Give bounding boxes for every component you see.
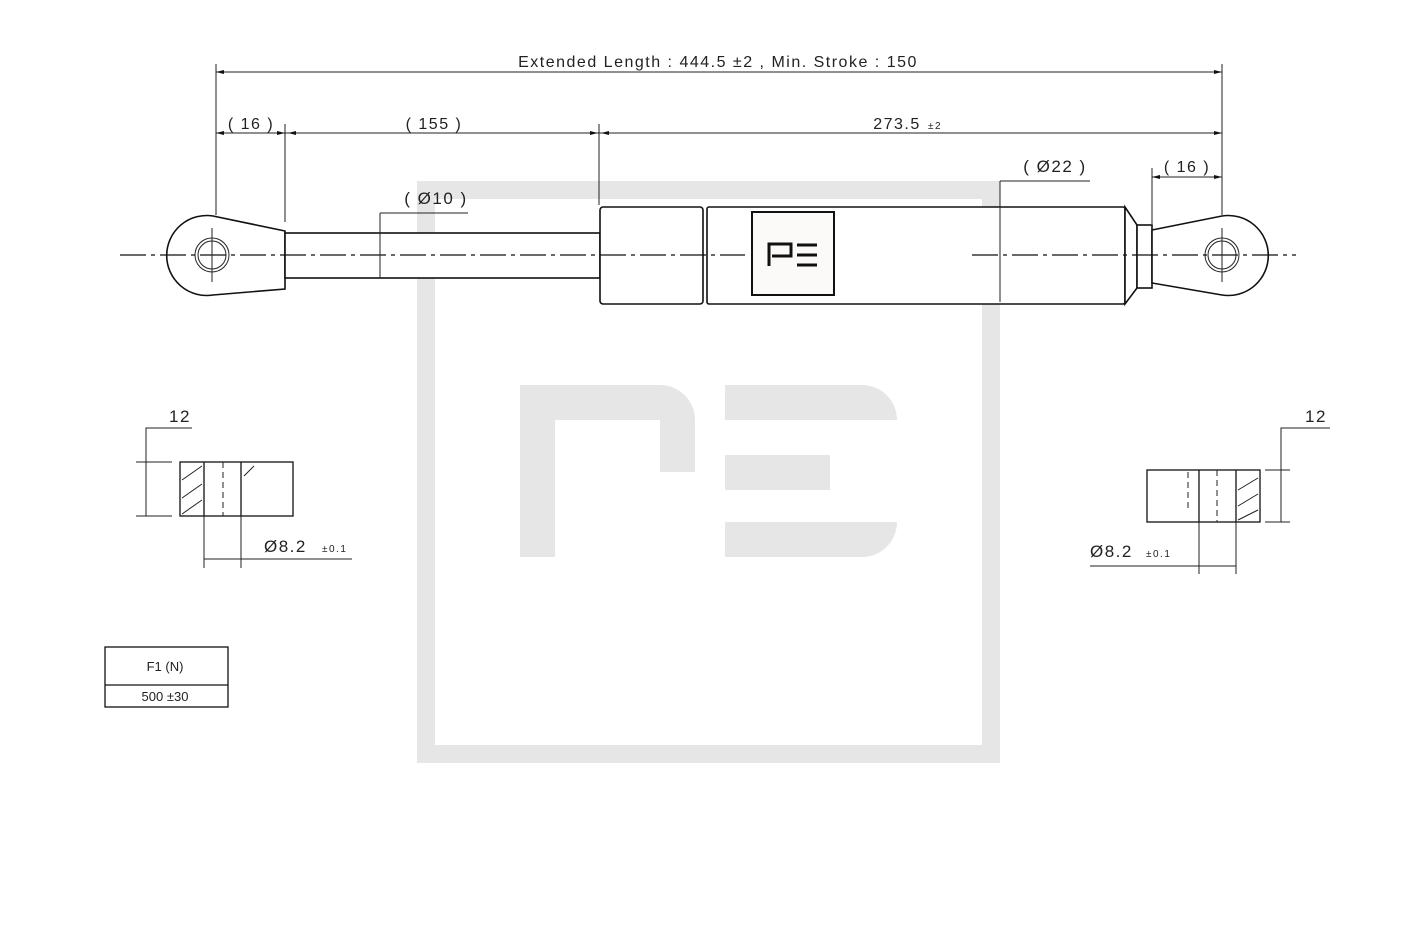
left-eye-section-detail: 12 Ø8.2 ±0.1 bbox=[136, 407, 352, 568]
overall-length-label: Extended Length : 444.5 ±2 , Min. Stroke… bbox=[518, 54, 918, 71]
watermark-logo bbox=[417, 181, 1000, 763]
rod-length-dim: ( 155 ) bbox=[406, 116, 463, 133]
svg-text:12: 12 bbox=[1305, 407, 1327, 426]
pe-label-icon bbox=[751, 211, 835, 296]
svg-text:( 16 ): ( 16 ) bbox=[1164, 159, 1210, 176]
svg-text:±0.1: ±0.1 bbox=[322, 544, 347, 555]
svg-text:12: 12 bbox=[169, 407, 191, 426]
segment-dimensions: ( 16 ) ( 155 ) 273.5 ±2 bbox=[216, 116, 1222, 222]
eye-left-dim: ( 16 ) bbox=[228, 116, 274, 133]
svg-text:±0.1: ±0.1 bbox=[1146, 549, 1171, 560]
svg-text:( Ø10 ): ( Ø10 ) bbox=[404, 189, 467, 208]
force-table-header: F1 (N) bbox=[147, 659, 184, 674]
force-table: F1 (N) 500 ±30 bbox=[104, 646, 229, 708]
eye-right-dimension: ( 16 ) bbox=[1151, 159, 1222, 224]
force-table-value: 500 ±30 bbox=[142, 689, 189, 704]
body-diameter-dim: ( Ø22 ) bbox=[999, 157, 1090, 302]
overall-dimension: Extended Length : 444.5 ±2 , Min. Stroke… bbox=[215, 54, 1223, 215]
svg-text:Ø8.2: Ø8.2 bbox=[1090, 542, 1133, 561]
right-eye-section-detail: 12 Ø8.2 ±0.1 bbox=[1090, 407, 1330, 574]
svg-text:( Ø22 ): ( Ø22 ) bbox=[1023, 157, 1086, 176]
svg-text:Ø8.2: Ø8.2 bbox=[264, 537, 307, 556]
gas-spring bbox=[120, 204, 1296, 307]
rod-diameter-dim: ( Ø10 ) bbox=[379, 189, 468, 278]
body-length-tol: ±2 bbox=[928, 121, 942, 132]
body-length-dim: 273.5 bbox=[873, 116, 921, 133]
